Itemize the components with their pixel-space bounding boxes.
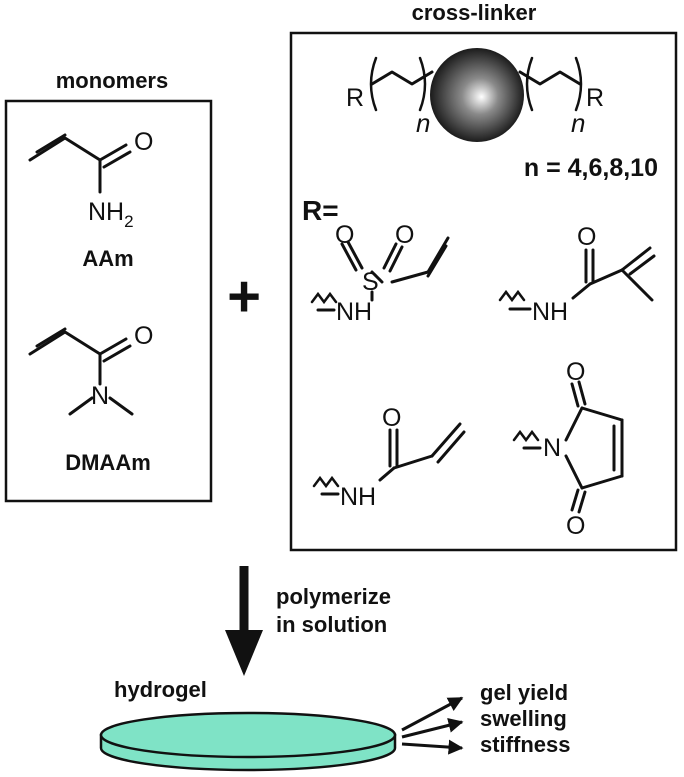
mi-o2: O — [566, 512, 585, 540]
dmaam-oxygen: O — [134, 322, 153, 350]
hydrogel-disc — [99, 711, 397, 772]
vs-s: S — [362, 268, 379, 296]
crosslinker-core: R R n n — [346, 48, 604, 142]
vs-o2: O — [395, 221, 414, 249]
maleimide-group: O N O — [512, 358, 624, 540]
crosslinker-title: cross-linker — [412, 0, 537, 25]
r-equals: R= — [302, 195, 339, 226]
dmaam-nitrogen: N — [91, 382, 109, 410]
reaction-arrow — [225, 566, 263, 676]
ma-o: O — [577, 223, 596, 251]
aam-structure: O NH2 — [28, 128, 153, 231]
monomers-title: monomers — [56, 68, 168, 93]
outcome-arrow-1 — [401, 696, 464, 732]
reaction-condition-2: in solution — [276, 612, 387, 637]
crosslinker-box — [289, 31, 678, 552]
reaction-condition-1: polymerize — [276, 584, 391, 609]
outcome-arrow-3 — [401, 739, 464, 755]
dmaam-label: DMAAm — [65, 450, 151, 475]
outcome-swelling: swelling — [480, 706, 567, 731]
n-values: n = 4,6,8,10 — [524, 154, 658, 182]
mi-n: N — [543, 434, 561, 462]
aam-oxygen: O — [134, 128, 153, 156]
outcome-gel-yield: gel yield — [480, 680, 568, 705]
aam-label: AAm — [82, 246, 133, 271]
outcome-stiffness: stiffness — [480, 732, 570, 757]
plus-sign: + — [227, 264, 261, 329]
monomers-box — [4, 99, 213, 503]
hydrogel-label: hydrogel — [114, 677, 207, 702]
ma-nh: NH — [532, 298, 568, 326]
outcome-arrow-2 — [401, 717, 464, 739]
vs-o1: O — [335, 221, 354, 249]
r-right: R — [586, 84, 604, 112]
r-left: R — [346, 84, 364, 112]
ac-nh: NH — [340, 483, 376, 511]
acrylamide-group: O NH — [312, 404, 466, 511]
vs-nh: NH — [336, 298, 372, 326]
vinylsulfonamide-group: O O S NH — [310, 221, 450, 326]
mi-o1: O — [566, 358, 585, 386]
ac-o: O — [382, 404, 401, 432]
n-left: n — [416, 108, 430, 138]
methacrylamide-group: O NH — [498, 223, 656, 326]
crosslinker-sphere — [430, 48, 524, 142]
dmaam-structure: O N — [28, 322, 153, 416]
aam-nh2: NH2 — [88, 198, 134, 231]
n-right: n — [571, 108, 585, 138]
